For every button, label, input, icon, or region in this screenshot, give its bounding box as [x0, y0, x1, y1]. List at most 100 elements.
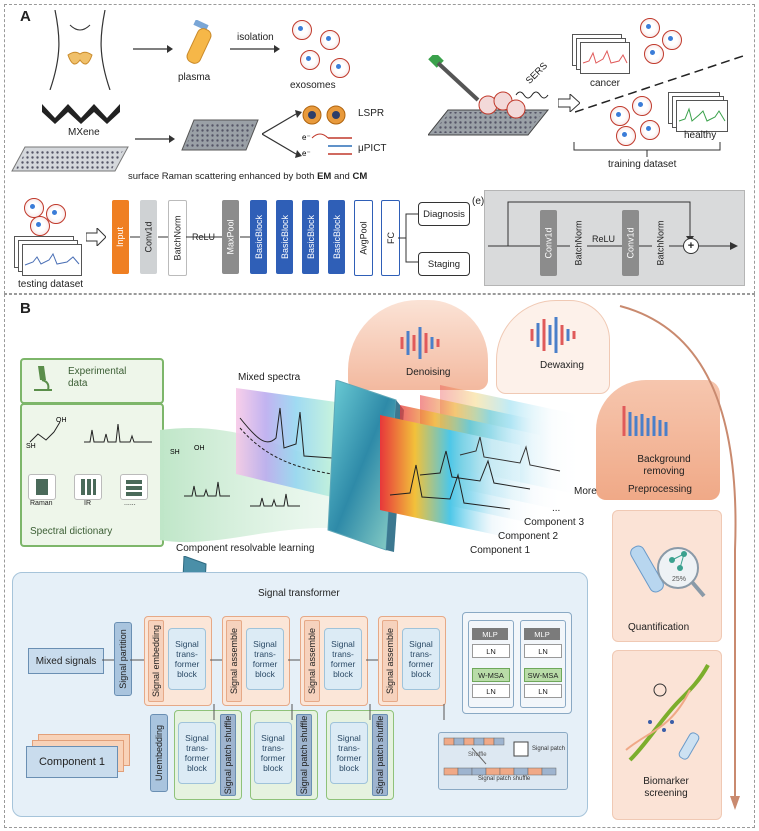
res-batchnorm: BatchNorm — [570, 210, 587, 276]
signal-assemble: Signal assemble — [226, 620, 242, 702]
hollow-arrow-icon — [558, 94, 580, 112]
plus-node: + — [683, 238, 699, 254]
panel-a — [4, 4, 755, 294]
exosome-icon — [662, 30, 682, 50]
layer-connectors — [130, 236, 250, 238]
biomarker-icon — [625, 664, 710, 762]
transformer-block: Signal trans-former block — [178, 722, 216, 784]
upict-label: μPICT — [358, 143, 387, 154]
isolation-label: isolation — [237, 32, 274, 43]
wmsa-box: W-MSA — [472, 668, 510, 682]
ln-box: LN — [524, 684, 562, 698]
denoising-icon — [400, 327, 440, 359]
signal-assemble: Signal assemble — [382, 620, 398, 702]
ln-box: LN — [472, 684, 510, 698]
swin-column-2 — [520, 620, 566, 708]
exosome-icon — [300, 50, 320, 70]
exosome-icon — [46, 204, 66, 224]
mxene-label: MXene — [68, 127, 100, 138]
sers-substrate-icon — [181, 119, 259, 151]
residual-block-panel — [484, 190, 745, 286]
lspr-label: LSPR — [358, 108, 385, 119]
shuffle-label: Shuffle — [468, 752, 487, 758]
transformer-block: Signal trans-former block — [168, 628, 206, 690]
background-stage — [596, 380, 720, 500]
dewaxing-label: Dewaxing — [540, 360, 584, 371]
panel-a-letter: A — [20, 8, 31, 25]
more-item — [120, 474, 148, 500]
experimental-data-label: Experimental data — [68, 366, 127, 389]
svg-text:SH: SH — [170, 449, 180, 456]
signal-patch-shuffle-label: Signal patch shuffle — [478, 776, 531, 782]
exosome-icon — [330, 58, 350, 78]
transformer-block: Signal trans-former block — [330, 722, 368, 784]
test-spectrum-card — [22, 244, 82, 276]
branch-arrows — [262, 110, 302, 158]
healthy-label: healthy — [684, 130, 717, 141]
svg-text:SH: SH — [26, 443, 36, 450]
layer-basicblock: BasicBlock — [250, 200, 267, 274]
mixed-signals-box: Mixed signals — [28, 648, 104, 674]
dict-item-label: ...... — [124, 500, 136, 507]
component-resolvable-label: Component resolvable learning — [176, 543, 315, 554]
raman-item — [28, 474, 56, 500]
molecule-spectrum-icon: SH OH — [26, 417, 152, 450]
biomarker-label: Biomarker screening — [643, 776, 689, 799]
and-label: and — [331, 171, 353, 182]
component-3-label: Component 3 — [524, 517, 585, 528]
component-1-label: Component 1 — [470, 545, 531, 556]
component-spectra — [380, 385, 580, 540]
microscope-icon — [34, 366, 52, 391]
separator-line — [575, 55, 744, 113]
training-dataset-label: training dataset — [608, 159, 677, 170]
exosome-icon — [644, 44, 664, 64]
enhanced-prefix: surface Raman scattering enhanced by bot… — [128, 171, 318, 182]
exosome-icon — [640, 120, 660, 140]
exosome-icon — [30, 216, 50, 236]
signal-embedding: Signal embedding — [148, 620, 164, 702]
flow-arc-arrow — [619, 305, 740, 810]
bracket — [573, 142, 721, 157]
background-icon — [622, 406, 668, 436]
ln-box: LN — [524, 644, 562, 658]
exosomes-label: exosomes — [290, 80, 336, 91]
substrate-chip-icon — [11, 146, 129, 172]
svg-text:OH: OH — [56, 417, 67, 424]
layer-input: Input — [112, 200, 129, 274]
hollow-arrow-icon — [86, 228, 106, 246]
healthy-spectrum-card — [676, 100, 728, 132]
quantification-icon — [630, 545, 706, 598]
swin-column-1 — [468, 620, 514, 708]
transformer-connectors — [102, 659, 445, 720]
panel-b-letter: B — [20, 300, 31, 317]
patch-shuffle: Signal patch shuffle — [372, 714, 388, 796]
res-relu: ReLU — [592, 234, 616, 244]
exosome-icon — [616, 126, 636, 146]
svg-text:OH: OH — [194, 445, 205, 452]
dict-item-label: IR — [84, 500, 91, 507]
neck-illustration — [49, 10, 111, 90]
mixed-spectra-label: Mixed spectra — [238, 372, 301, 383]
mxene-sheet-icon — [42, 104, 120, 124]
sers-measurement-illustration — [428, 55, 550, 136]
unembedding: Unembedding — [150, 714, 168, 792]
layer-basicblock: BasicBlock — [276, 200, 293, 274]
layer-conv1d: Conv1d — [140, 200, 157, 274]
transformer-block: Signal trans-former block — [324, 628, 362, 690]
patch-shuffle: Signal patch shuffle — [220, 714, 236, 796]
fc-branch-arrows — [398, 213, 418, 263]
exosome-icon — [640, 18, 660, 38]
res-batchnorm: BatchNorm — [652, 210, 669, 276]
layer-maxpool: MaxPool — [222, 200, 239, 274]
enhanced-caption: surface Raman scattering enhanced by bot… — [128, 171, 367, 182]
dewaxing-icon — [530, 317, 576, 353]
more-label: More — [574, 486, 597, 497]
layer-avgpool: AvgPool — [354, 200, 373, 276]
signal-assemble: Signal assemble — [304, 620, 320, 702]
arrow-icon — [133, 45, 173, 53]
exosome-icon — [632, 96, 652, 116]
layer-basicblock: BasicBlock — [302, 200, 319, 274]
shuffle-legend-graphic — [443, 737, 557, 776]
background-removing-label: Background removing — [637, 454, 691, 477]
quant-pct: 25% — [672, 576, 687, 583]
